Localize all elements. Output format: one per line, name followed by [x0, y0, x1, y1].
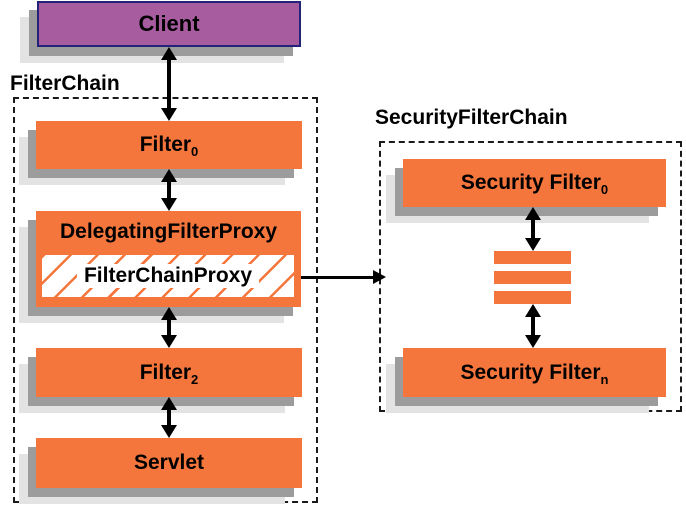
servlet-box: Servlet [36, 438, 302, 488]
delegating-filter-proxy-box: DelegatingFilterProxy FilterChainProxy [36, 211, 301, 307]
filterchain-title: FilterChain [10, 72, 120, 95]
filter-chain-proxy-box: FilterChainProxy [39, 252, 297, 300]
chain-stack-bar [494, 291, 571, 304]
arrowhead-down-icon [525, 238, 541, 251]
filter-chain-proxy-label: FilterChainProxy [76, 264, 260, 288]
filter2-box: Filter2 [36, 348, 302, 397]
arrowhead-up-icon [161, 307, 177, 320]
chain-stack-bar [494, 271, 571, 284]
client-box: Client [37, 1, 301, 47]
arrowhead-down-icon [161, 335, 177, 348]
filter2-label: Filter2 [139, 360, 199, 387]
arrow-filterchainproxy-securityfilterchain [301, 270, 386, 285]
arrowhead-down-icon [161, 108, 177, 121]
filter0-subscript: 0 [191, 144, 199, 160]
arrow-filter2-servlet [161, 397, 177, 438]
arrow-securityfilter0-stack [525, 207, 541, 251]
arrowhead-up-icon [525, 207, 541, 220]
arrowhead-down-icon [161, 425, 177, 438]
security-filtern-label: Security Filtern [460, 360, 609, 387]
security-filter0-label: Security Filter0 [460, 171, 609, 198]
arrow-delegatingfilterproxy-filter2 [161, 307, 177, 348]
filter0-box: Filter0 [36, 121, 302, 169]
security-filter0-box: Security Filter0 [403, 159, 666, 207]
securityfilterchain-title: SecurityFilterChain [375, 106, 568, 129]
arrowhead-down-icon [161, 198, 177, 211]
filter2-subscript: 2 [191, 371, 199, 387]
filter0-label: Filter0 [139, 133, 199, 160]
arrowhead-right-icon [373, 270, 386, 284]
arrowhead-up-icon [161, 397, 177, 410]
client-label: Client [138, 11, 200, 36]
filterchain-container [13, 97, 318, 503]
chain-stack-bar [494, 251, 571, 264]
arrowhead-up-icon [161, 169, 177, 182]
security-filtern-box: Security Filtern [403, 348, 666, 397]
arrowhead-down-icon [525, 335, 541, 348]
arrowhead-up-icon [161, 47, 177, 60]
security-filtern-subscript: n [600, 371, 609, 387]
security-filter0-subscript: 0 [600, 182, 609, 198]
arrow-client-filter0 [161, 47, 177, 121]
delegating-filter-proxy-label: DelegatingFilterProxy [59, 219, 278, 243]
servlet-label: Servlet [133, 451, 205, 474]
arrow-stack-securityfiltern [525, 304, 541, 348]
arrowhead-up-icon [525, 304, 541, 317]
arrow-filter0-delegatingfilterproxy [161, 169, 177, 211]
